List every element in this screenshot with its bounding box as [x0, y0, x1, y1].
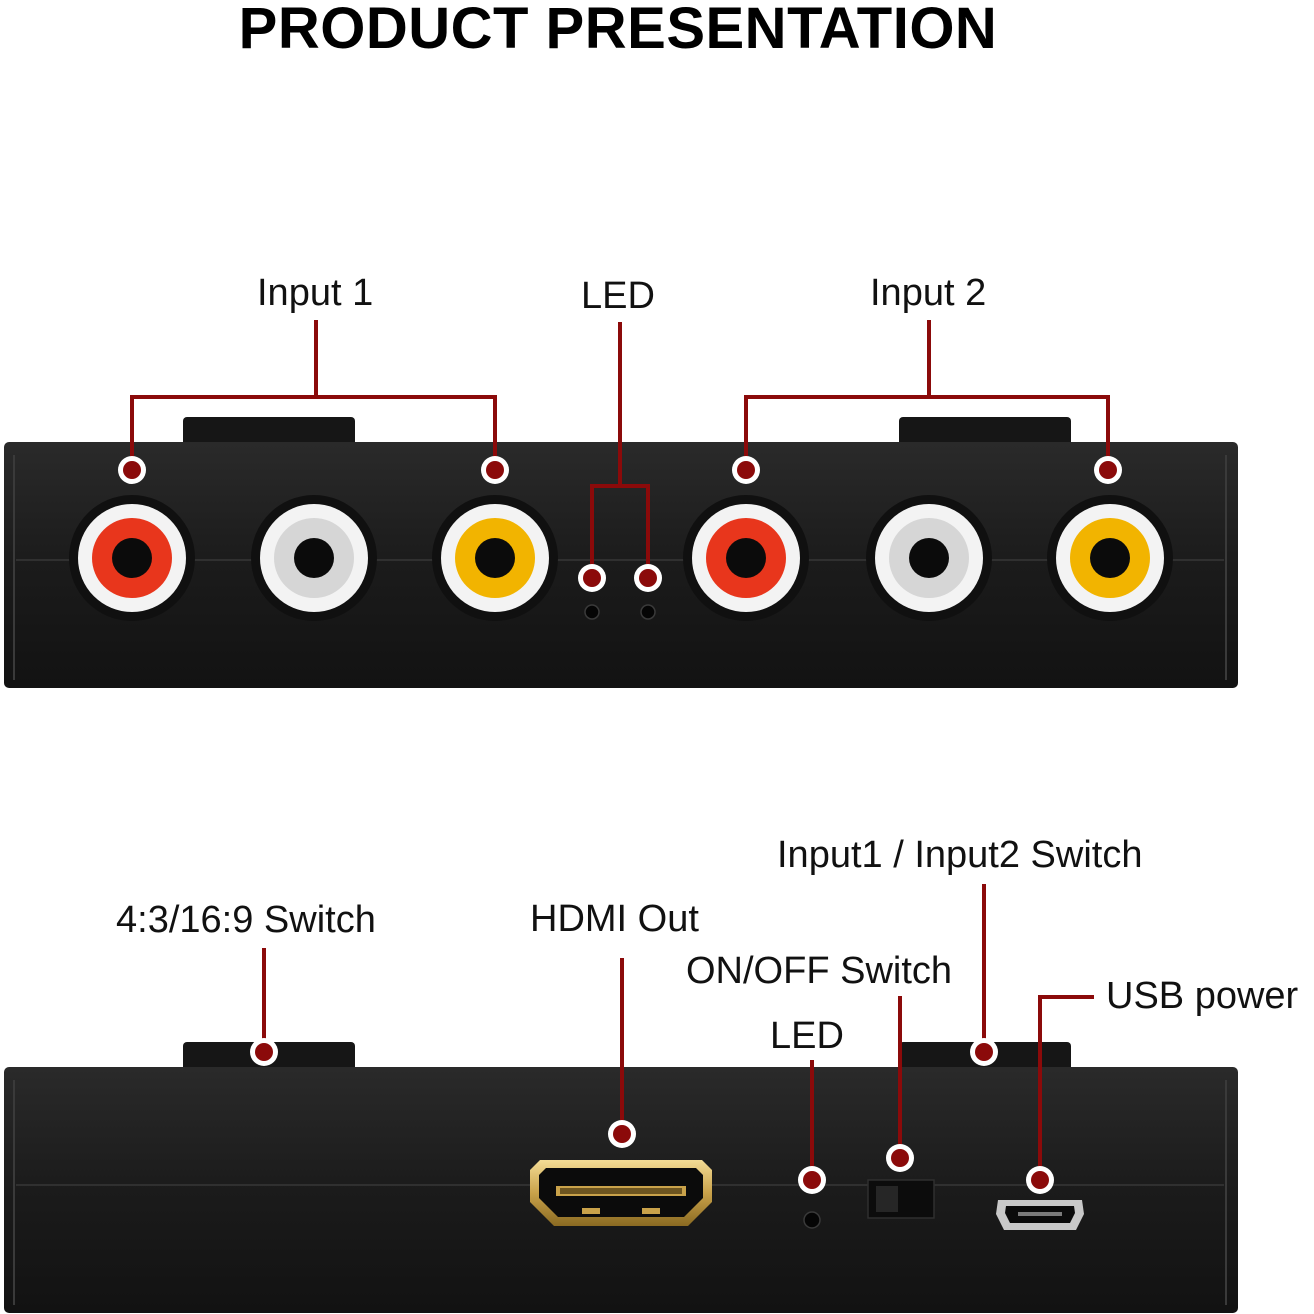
- page-title: PRODUCT PRESENTATION: [238, 0, 998, 61]
- front-led-callout-markers: [578, 564, 662, 592]
- input1-rca-red-jack: [69, 495, 195, 621]
- usb-power-callout: [1038, 995, 1094, 1180]
- input1-callout-markers: [118, 456, 509, 484]
- label-input2: Input 2: [870, 272, 987, 314]
- label-rear-led: LED: [770, 1015, 844, 1057]
- rear-led-hole: [803, 1211, 821, 1229]
- front-led-hole-2: [640, 604, 656, 620]
- input1-rca-yellow-jack: [432, 495, 558, 621]
- front-top-ridge-right: [899, 417, 1071, 449]
- label-power-switch: ON/OFF Switch: [686, 950, 953, 992]
- input2-callout-markers: [732, 456, 1122, 484]
- hdmi-port: [530, 1160, 712, 1226]
- front-led-callout: [590, 322, 650, 578]
- front-top-ridge-left: [183, 417, 355, 449]
- label-input1: Input 1: [257, 272, 374, 314]
- input1-rca-white-jack: [251, 495, 377, 621]
- input2-callout: [744, 320, 1110, 470]
- micro-usb-port: [996, 1200, 1084, 1230]
- label-input-switch: Input1 / Input2 Switch: [777, 834, 1143, 876]
- label-aspect-switch: 4:3/16:9 Switch: [116, 899, 376, 941]
- front-led-hole-1: [584, 604, 600, 620]
- label-front-led: LED: [581, 275, 655, 317]
- input2-rca-red-jack: [683, 495, 809, 621]
- input2-rca-white-jack: [866, 495, 992, 621]
- label-usb-power: USB power: [1106, 975, 1299, 1017]
- input1-callout: [130, 320, 497, 470]
- power-switch: [867, 1179, 935, 1219]
- input2-rca-yellow-jack: [1047, 495, 1173, 621]
- label-hdmi-out: HDMI Out: [530, 898, 699, 940]
